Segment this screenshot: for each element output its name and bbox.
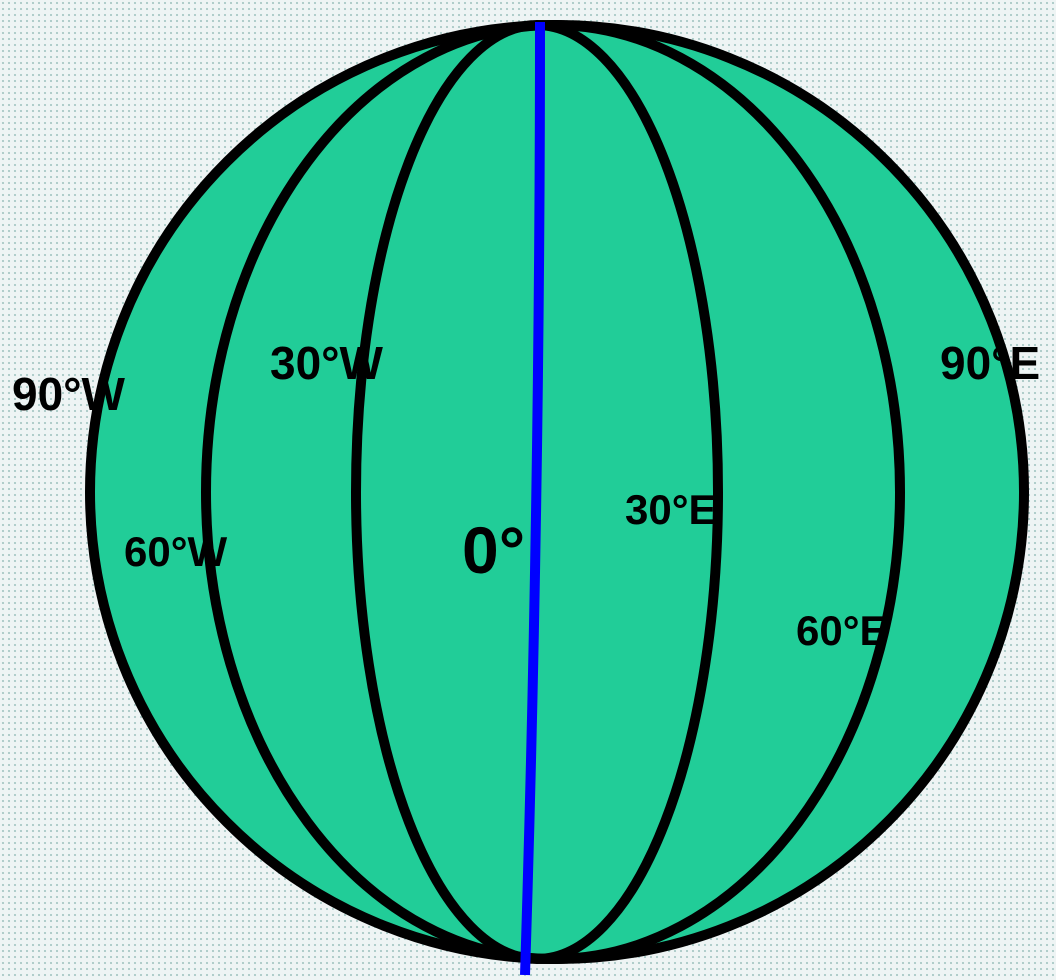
label-60-west: 60°W bbox=[124, 528, 228, 575]
label-90-west: 90°W bbox=[12, 368, 125, 420]
label-60-east: 60°E bbox=[796, 607, 888, 654]
label-30-east: 30°E bbox=[625, 486, 717, 533]
label-30-west: 30°W bbox=[270, 337, 383, 389]
label-90-east: 90°E bbox=[940, 337, 1041, 389]
globe-body bbox=[85, 20, 1029, 964]
label-prime-meridian: 0° bbox=[462, 513, 526, 587]
prime-meridian-line bbox=[520, 21, 545, 976]
